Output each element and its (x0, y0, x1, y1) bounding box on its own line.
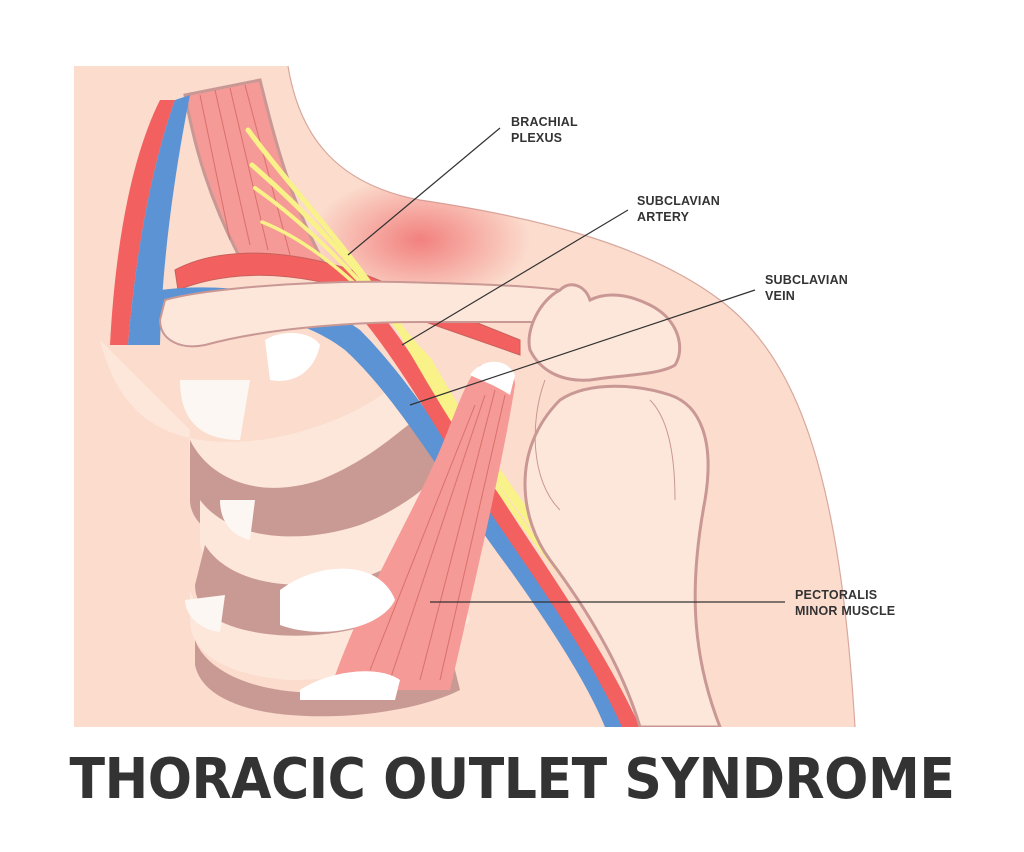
label-brachial-plexus-line1: BRACHIAL (511, 115, 578, 129)
subclavian-vein (160, 287, 625, 727)
subclavian-artery-arch (174, 252, 521, 356)
label-pectoralis-minor: PECTORALIS MINOR MUSCLE (795, 587, 895, 619)
label-subclavian-artery-line2: ARTERY (637, 210, 690, 224)
leader-line-subclavian-artery (401, 209, 629, 346)
label-brachial-plexus-line2: PLEXUS (511, 131, 563, 145)
scapula-acromion (527, 283, 682, 382)
label-brachial-plexus: BRACHIAL PLEXUS (511, 114, 578, 146)
diagram-title: THORACIC OUTLET SYNDROME (69, 747, 955, 812)
jugular-vein (128, 95, 190, 345)
tendon-patch (280, 568, 395, 632)
carotid-artery (110, 100, 175, 345)
leader-lines (347, 127, 785, 603)
label-subclavian-vein-line1: SUBCLAVIAN (765, 273, 849, 287)
humerus (523, 379, 723, 727)
label-subclavian-artery-line1: SUBCLAVIAN (637, 194, 721, 208)
label-subclavian-vein: SUBCLAVIAN VEIN (765, 272, 848, 304)
label-subclavian-artery: SUBCLAVIAN ARTERY (637, 193, 720, 225)
tendon-patch (300, 671, 400, 700)
leader-line-brachial-plexus (347, 127, 501, 256)
label-pectoralis-minor-line1: PECTORALIS (795, 588, 878, 602)
leader-line-subclavian-vein (409, 289, 756, 406)
subclavian-artery (345, 290, 640, 727)
tendon-patch (265, 333, 320, 381)
label-subclavian-vein-line2: VEIN (765, 289, 795, 303)
label-pectoralis-minor-line2: MINOR MUSCLE (795, 604, 896, 618)
